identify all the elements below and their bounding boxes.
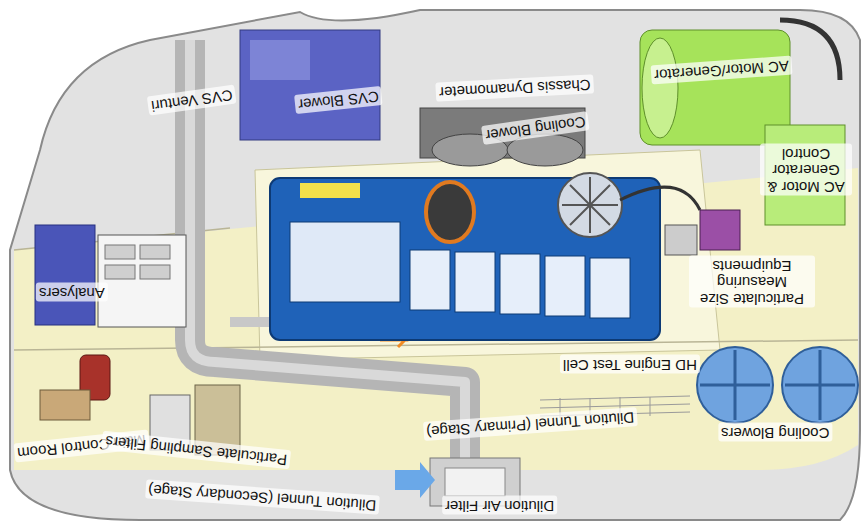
analyser-panel: [98, 235, 186, 327]
part-label: Particulate Size Measuring Equipments: [689, 256, 815, 308]
analyser-modules: [105, 245, 170, 279]
bus-lights: [300, 183, 360, 198]
air-arrow: [395, 462, 435, 498]
part-label: HD Engine Test Cell: [560, 355, 700, 374]
hose: [620, 187, 700, 210]
analyser-rack: [35, 225, 95, 325]
fan-blades: [562, 177, 618, 233]
floor: [14, 168, 858, 470]
bus-wheel: [426, 182, 474, 242]
part-label: Cooling Blowers: [718, 423, 832, 442]
cvs-blower: [240, 30, 380, 140]
motor-end: [642, 38, 678, 138]
cooling-fan: [558, 173, 622, 237]
part-label: Dilution Air Filter: [442, 496, 557, 515]
building-outline: [10, 10, 860, 520]
cooling-blowers: [697, 347, 858, 423]
cvs-blower-panel: [250, 40, 310, 80]
particle-equipment: [665, 210, 740, 255]
filter-face: [445, 468, 505, 496]
bus-windows: [410, 250, 630, 318]
part-label: Analysers: [36, 283, 108, 302]
part-label: AC Motor & Generator Control: [760, 144, 852, 196]
bus-windscreen: [290, 222, 400, 302]
test-cell-floor: [255, 150, 720, 360]
